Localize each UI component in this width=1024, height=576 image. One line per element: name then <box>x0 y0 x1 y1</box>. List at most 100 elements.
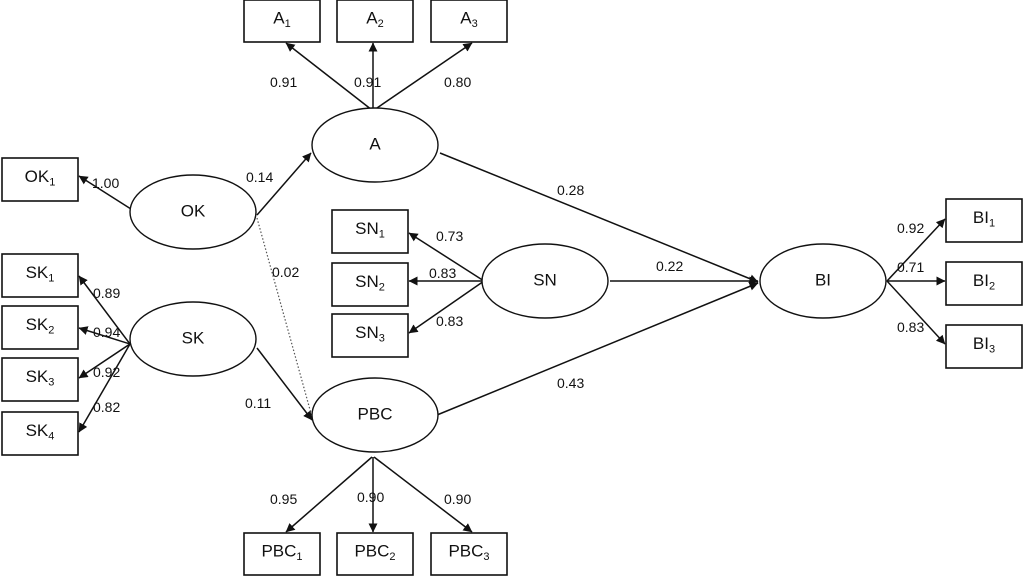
path-coef-pbc-bi: 0.43 <box>557 375 584 391</box>
indicator-box-pbc1 <box>243 532 321 576</box>
latent-label-sn: SN <box>533 270 557 289</box>
indicator-sk2: SK2 <box>1 305 79 350</box>
loading-arrow-sk1 <box>78 275 131 345</box>
loading-arrow-pbc1 <box>285 456 373 533</box>
indicator-a2: A2 <box>336 0 414 43</box>
loading-label-sn1: 0.73 <box>436 228 463 244</box>
indicator-pbc2: PBC2 <box>336 532 414 576</box>
indicator-label-pbc1: PBC1 <box>261 541 302 562</box>
loading-label-a2: 0.91 <box>354 74 381 90</box>
indicator-sn3: SN3 <box>331 313 409 358</box>
loading-label-bi2: 0.71 <box>897 259 924 275</box>
loading-label-ok1: 1.00 <box>92 175 119 191</box>
loading-label-sk1: 0.89 <box>93 285 120 301</box>
indicator-sk3: SK3 <box>1 357 79 402</box>
latent-ellipse-a <box>311 107 439 183</box>
indicator-box-a2 <box>336 0 414 43</box>
loading-arrow-a3 <box>373 42 473 111</box>
edges-layer <box>78 42 946 533</box>
loading-arrow-a1 <box>285 42 373 111</box>
loading-arrow-sk3 <box>78 343 131 379</box>
latent-ellipse-ok <box>129 174 257 250</box>
indicator-pbc3: PBC3 <box>430 532 508 576</box>
path-arrow-a-bi <box>439 152 759 283</box>
indicator-box-bi1 <box>945 198 1023 243</box>
indicator-label-sn2: SN2 <box>355 272 385 293</box>
indicator-bi3: BI3 <box>945 324 1023 369</box>
path-arrow-ok-pbc <box>256 217 313 418</box>
indicator-box-sn1 <box>331 209 409 254</box>
latent-a: A <box>311 107 439 183</box>
indicator-sn1: SN1 <box>331 209 409 254</box>
indicator-box-ok1 <box>1 157 79 202</box>
indicator-box-bi3 <box>945 324 1023 369</box>
latent-label-a: A <box>369 134 381 153</box>
loading-label-sn2: 0.83 <box>429 265 456 281</box>
coefficient-labels-layer: 0.91 0.91 0.80 1.00 0.89 0.94 0.92 0.82 0.73 0.83… <box>92 74 924 507</box>
indicator-sk4: SK4 <box>1 411 79 456</box>
indicator-box-sk2 <box>1 305 79 350</box>
latent-sk: SK <box>129 301 257 377</box>
indicator-box-pbc2 <box>336 532 414 576</box>
latent-ellipse-sn <box>481 243 609 319</box>
path-arrow-ok-a <box>256 152 312 216</box>
latent-pbc: PBC <box>311 377 439 453</box>
loading-label-sk4: 0.82 <box>93 399 120 415</box>
latent-label-bi: BI <box>815 270 831 289</box>
indicator-box-sk1 <box>1 253 79 298</box>
loading-label-pbc2: 0.90 <box>357 489 384 505</box>
latent-sn: SN <box>481 243 609 319</box>
loading-label-sk3: 0.92 <box>93 364 120 380</box>
path-coef-ok-pbc: 0.02 <box>272 264 299 280</box>
path-coef-ok-a: 0.14 <box>246 169 273 185</box>
indicator-box-pbc3 <box>430 532 508 576</box>
indicator-box-a1 <box>243 0 321 43</box>
latent-ellipse-pbc <box>311 377 439 453</box>
indicator-a1: A1 <box>243 0 321 43</box>
latent-ellipse-sk <box>129 301 257 377</box>
indicator-bi1: BI1 <box>945 198 1023 243</box>
indicator-box-sk3 <box>1 357 79 402</box>
indicator-label-sn1: SN1 <box>355 219 385 240</box>
loading-arrow-pbc3 <box>373 456 473 533</box>
latent-ok: OK <box>129 174 257 250</box>
indicator-bi2: BI2 <box>945 261 1023 306</box>
indicator-label-sn3: SN3 <box>355 323 385 344</box>
indicator-box-sk4 <box>1 411 79 456</box>
loading-arrow-sn3 <box>408 280 485 334</box>
indicator-pbc1: PBC1 <box>243 532 321 576</box>
indicator-sn2: SN2 <box>331 262 409 307</box>
loading-arrow-ok1 <box>78 175 132 210</box>
loading-arrow-sk2 <box>78 326 131 345</box>
loading-label-a3: 0.80 <box>444 74 471 90</box>
loading-label-bi1: 0.92 <box>897 220 924 236</box>
path-coef-a-bi: 0.28 <box>557 182 584 198</box>
indicator-a3: A3 <box>430 0 508 43</box>
loading-label-sk2: 0.94 <box>93 324 120 340</box>
path-coef-sn-bi: 0.22 <box>656 258 683 274</box>
indicator-label-sk1: SK1 <box>26 263 55 284</box>
loading-label-pbc3: 0.90 <box>444 491 471 507</box>
indicator-box-sn2 <box>331 262 409 307</box>
indicator-label-pbc2: PBC2 <box>354 541 395 562</box>
indicator-box-bi2 <box>945 261 1023 306</box>
loading-label-a1: 0.91 <box>270 74 297 90</box>
indicator-sk1: SK1 <box>1 253 79 298</box>
path-arrow-sk-pbc <box>256 347 313 421</box>
indicator-label-sk4: SK4 <box>26 421 55 442</box>
indicator-label-pbc3: PBC3 <box>448 541 489 562</box>
loading-arrow-sn1 <box>408 232 485 282</box>
latent-label-sk: SK <box>182 328 205 347</box>
path-arrow-pbc-bi <box>436 282 759 416</box>
path-coef-sk-pbc: 0.11 <box>245 395 271 411</box>
loading-arrow-sk4 <box>78 343 131 433</box>
loading-label-pbc1: 0.95 <box>270 491 297 507</box>
loading-label-bi3: 0.83 <box>897 319 924 335</box>
latent-label-pbc: PBC <box>358 404 393 423</box>
latent-ellipse-bi <box>759 243 887 319</box>
latent-label-ok: OK <box>181 201 206 220</box>
indicator-label-ok1: OK1 <box>25 167 56 188</box>
indicator-label-sk2: SK2 <box>26 315 55 336</box>
